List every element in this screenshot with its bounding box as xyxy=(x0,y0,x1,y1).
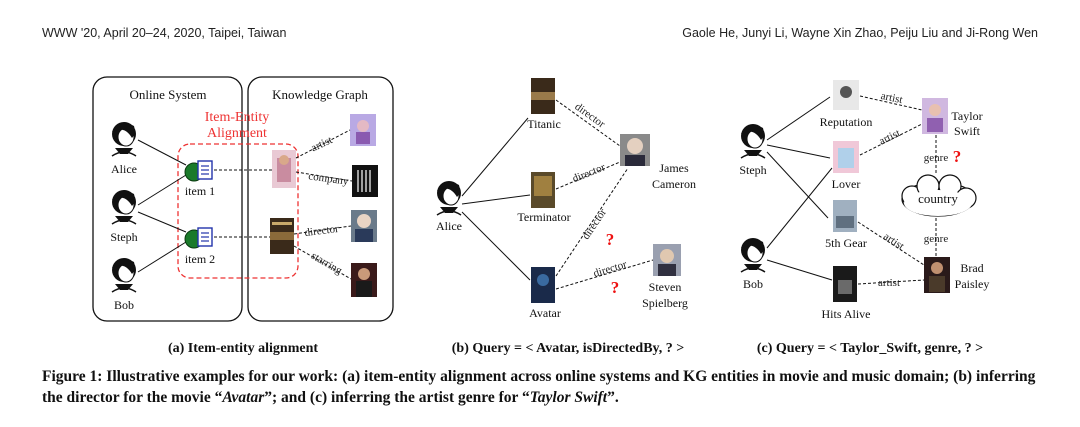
user-alice-icon xyxy=(111,121,137,157)
james-cameron-line2: Cameron xyxy=(652,177,696,191)
edge-label-reputation-artist: artist xyxy=(880,90,904,106)
user-bob-label: Bob xyxy=(114,298,134,312)
question-mark-james: ? xyxy=(606,230,615,249)
user-steph-icon xyxy=(111,189,137,225)
caption-taylor: Taylor Swift xyxy=(529,389,608,406)
edge-label-brad-genre: genre xyxy=(924,233,949,245)
caption-avatar: Avatar xyxy=(222,389,265,406)
taylor-swift-line2: Swift xyxy=(954,124,981,138)
user-alice-b-label: Alice xyxy=(436,219,462,233)
james-cameron-line1: James xyxy=(659,161,689,175)
terminator-poster-image xyxy=(531,172,555,208)
edge-label-lover-artist: artist xyxy=(877,127,902,147)
panel-c-caption: (c) Query = < Taylor_Swift, genre, ? > xyxy=(757,341,983,356)
album-5th-gear-label: 5th Gear xyxy=(825,236,867,250)
james-cameron-photo-image xyxy=(620,134,650,166)
edge-label-company: company xyxy=(308,170,350,188)
edge-label-artist: artist xyxy=(309,134,334,154)
knowledge-graph-title: Knowledge Graph xyxy=(272,87,368,102)
taylor-swift-line1: Taylor xyxy=(951,109,982,123)
edge-label-terminator-director: director xyxy=(571,161,608,185)
steven-spielberg-line2: Spielberg xyxy=(642,296,688,310)
edge-label-hits-alive-artist: artist xyxy=(878,277,900,289)
panel-b: Alice Titanic Terminator Avatar James Ca… xyxy=(436,78,696,356)
brad-paisley-line1: Brad xyxy=(960,261,983,275)
user-alice-b-icon xyxy=(436,180,462,216)
knowledge-graph-box xyxy=(247,76,394,322)
user-bob-c-label: Bob xyxy=(743,277,763,291)
edge-label-5th-gear-artist: artist xyxy=(881,230,906,252)
panel-b-caption: (b) Query = < Avatar, isDirectedBy, ? > xyxy=(452,341,685,356)
director-photo-image xyxy=(351,210,377,242)
steven-spielberg-photo-image xyxy=(653,244,681,276)
republic-logo-image xyxy=(352,165,378,197)
lover-album-image xyxy=(833,141,859,173)
hits-alive-album-image xyxy=(833,266,857,302)
caption-prefix: Figure 1: Illustrative examples for our … xyxy=(42,368,1036,406)
panel-a: Online System Knowledge Graph Item-Entit… xyxy=(92,76,394,356)
alignment-label-line2: Alignment xyxy=(207,126,267,141)
caption-suffix: ”. xyxy=(607,389,619,406)
item1-label: item 1 xyxy=(185,184,215,198)
panel-c: Steph Bob Reputation Lover 5th Gear Hits… xyxy=(739,80,989,356)
steven-spielberg-line1: Steven xyxy=(649,280,682,294)
brad-paisley-photo-image xyxy=(924,257,950,293)
item2-icon xyxy=(184,227,213,249)
titanic-entity-image xyxy=(270,218,294,254)
taylor-swift-photo-image xyxy=(922,98,948,134)
user-bob-c-icon xyxy=(740,237,766,273)
alignment-box xyxy=(177,143,299,279)
user-alice-label: Alice xyxy=(111,162,137,176)
running-header-right: Gaole He, Junyi Li, Wayne Xin Zhao, Peij… xyxy=(682,26,1038,40)
avatar-poster-image xyxy=(531,267,555,303)
album-hits-alive-label: Hits Alive xyxy=(821,307,870,321)
titanic-poster-image xyxy=(531,78,555,114)
item2-label: item 2 xyxy=(185,252,215,266)
user-steph-c-icon xyxy=(740,123,766,159)
edge-label-avatar-director-steven: director xyxy=(592,258,629,280)
brad-paisley-line2: Paisley xyxy=(955,277,990,291)
album-lover-label: Lover xyxy=(832,177,861,191)
5th-gear-album-image xyxy=(833,200,857,232)
figure-1: Online System Knowledge Graph Item-Entit… xyxy=(92,76,989,356)
genre-country-label: country xyxy=(918,191,958,206)
user-bob-icon xyxy=(111,257,137,293)
user-steph-c-label: Steph xyxy=(739,163,766,177)
figure-caption: Figure 1: Illustrative examples for our … xyxy=(42,366,1042,408)
running-header-left: WWW '20, April 20–24, 2020, Taipei, Taiw… xyxy=(42,26,287,40)
album-reputation-label: Reputation xyxy=(820,115,873,129)
item1-icon xyxy=(184,160,213,182)
alignment-label-line1: Item-Entity xyxy=(205,110,270,125)
edge-label-taylor-genre: genre xyxy=(924,152,949,164)
user-steph-label: Steph xyxy=(110,230,137,244)
edge-label-director: director xyxy=(304,223,340,239)
online-system-title: Online System xyxy=(130,87,207,102)
movie-avatar-label: Avatar xyxy=(529,306,561,320)
online-system-box xyxy=(92,76,243,322)
panel-a-caption: (a) Item-entity alignment xyxy=(168,341,318,356)
taylor-swift-entity-image xyxy=(272,150,296,188)
edge-label-starring: starring xyxy=(309,250,345,277)
movie-titanic-label: Titanic xyxy=(527,117,561,131)
country-cloud-node xyxy=(901,174,977,217)
question-mark-steven: ? xyxy=(611,278,620,297)
movie-terminator-label: Terminator xyxy=(517,210,570,224)
actor-photo-image xyxy=(351,263,377,297)
question-mark-genre: ? xyxy=(953,147,962,166)
reputation-album-image xyxy=(833,80,859,110)
caption-middle: ”; and (c) inferring the artist genre fo… xyxy=(264,389,530,406)
artist-photo-image xyxy=(350,114,376,146)
